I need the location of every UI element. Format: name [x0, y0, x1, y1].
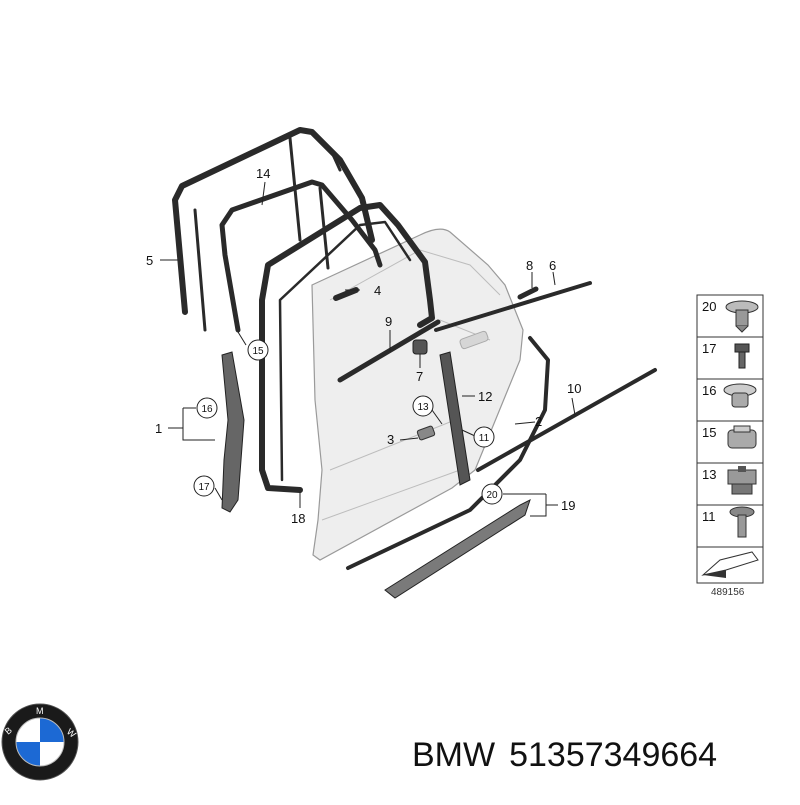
callout-1: 1	[155, 421, 162, 436]
panel-label-15: 15	[702, 425, 716, 440]
part-number: 51357349664	[509, 736, 718, 774]
callout-18: 18	[291, 511, 305, 526]
part-14-inner-frame-seal	[219, 179, 383, 333]
callout-8: 8	[526, 258, 533, 273]
fastener-13-icon	[727, 466, 757, 495]
callout-16-circle: 16	[201, 404, 213, 415]
panel-label-13: 13	[702, 467, 716, 482]
brand-name: BMW	[412, 736, 496, 774]
panel-label-16: 16	[702, 383, 716, 398]
callout-17-circle: 17	[198, 482, 210, 493]
panel-arrow-icon	[701, 551, 759, 578]
svg-text:B: B	[3, 725, 14, 737]
callout-3: 3	[387, 432, 394, 447]
door-shell	[311, 228, 524, 561]
leader-lines	[160, 181, 576, 517]
part-12-pillar-cover	[439, 351, 471, 486]
circled-callouts: 15 16 17 13 11 20	[193, 339, 503, 505]
panel-label-11: 11	[702, 509, 716, 524]
callout-7: 7	[416, 369, 423, 384]
callout-15-circle: 15	[252, 346, 264, 357]
callout-9: 9	[385, 314, 392, 329]
part-9-window-channel	[337, 319, 441, 383]
fasteners-panel: 20 17 16 15 13 11	[696, 294, 764, 598]
part-18-door-seal	[259, 202, 435, 493]
fastener-15-icon	[727, 425, 757, 449]
panel-label-17: 17	[702, 341, 716, 356]
part-1-pillar-trim	[221, 351, 245, 513]
callout-20-circle: 20	[486, 490, 498, 501]
part-5-frame-seal	[172, 127, 375, 315]
callout-14: 14	[256, 166, 270, 181]
callout-19: 19	[561, 498, 575, 513]
part-8-trim	[517, 286, 539, 300]
part-4-trim	[333, 287, 359, 301]
part-7-clip	[412, 339, 428, 355]
part-3-bracket	[416, 425, 436, 441]
panel-label-20: 20	[702, 299, 716, 314]
part-10-lower-moulding	[476, 368, 657, 472]
callout-13-circle: 13	[417, 402, 429, 413]
fastener-20-icon	[725, 300, 759, 333]
fastener-16-icon	[723, 383, 757, 408]
callout-5: 5	[146, 253, 153, 268]
callout-12: 12	[478, 389, 492, 404]
fastener-11-icon	[729, 506, 755, 538]
fastener-17-icon	[734, 343, 750, 369]
part-18-door-seal-inner	[278, 220, 412, 482]
part-5-b-pillar	[193, 208, 207, 332]
callout-2: 2	[535, 414, 542, 429]
panel-cell-17	[696, 336, 764, 380]
callout-4: 4	[374, 283, 381, 298]
part-caption: BMW 51357349664	[412, 736, 792, 775]
part-2-sill-seal	[346, 336, 550, 570]
callout-6: 6	[549, 258, 556, 273]
callout-11-circle: 11	[479, 433, 490, 444]
drawing-number: 489156	[711, 587, 745, 598]
part-19-rocker-cover	[384, 499, 531, 599]
svg-text:M: M	[36, 706, 44, 716]
callout-labels: 5 14 4 8 6 9 7 12 10 2 3 1 18 19	[146, 166, 581, 526]
callout-10: 10	[567, 381, 581, 396]
part-6-belt-moulding	[434, 281, 592, 332]
bmw-logo: B M W	[1, 703, 79, 781]
